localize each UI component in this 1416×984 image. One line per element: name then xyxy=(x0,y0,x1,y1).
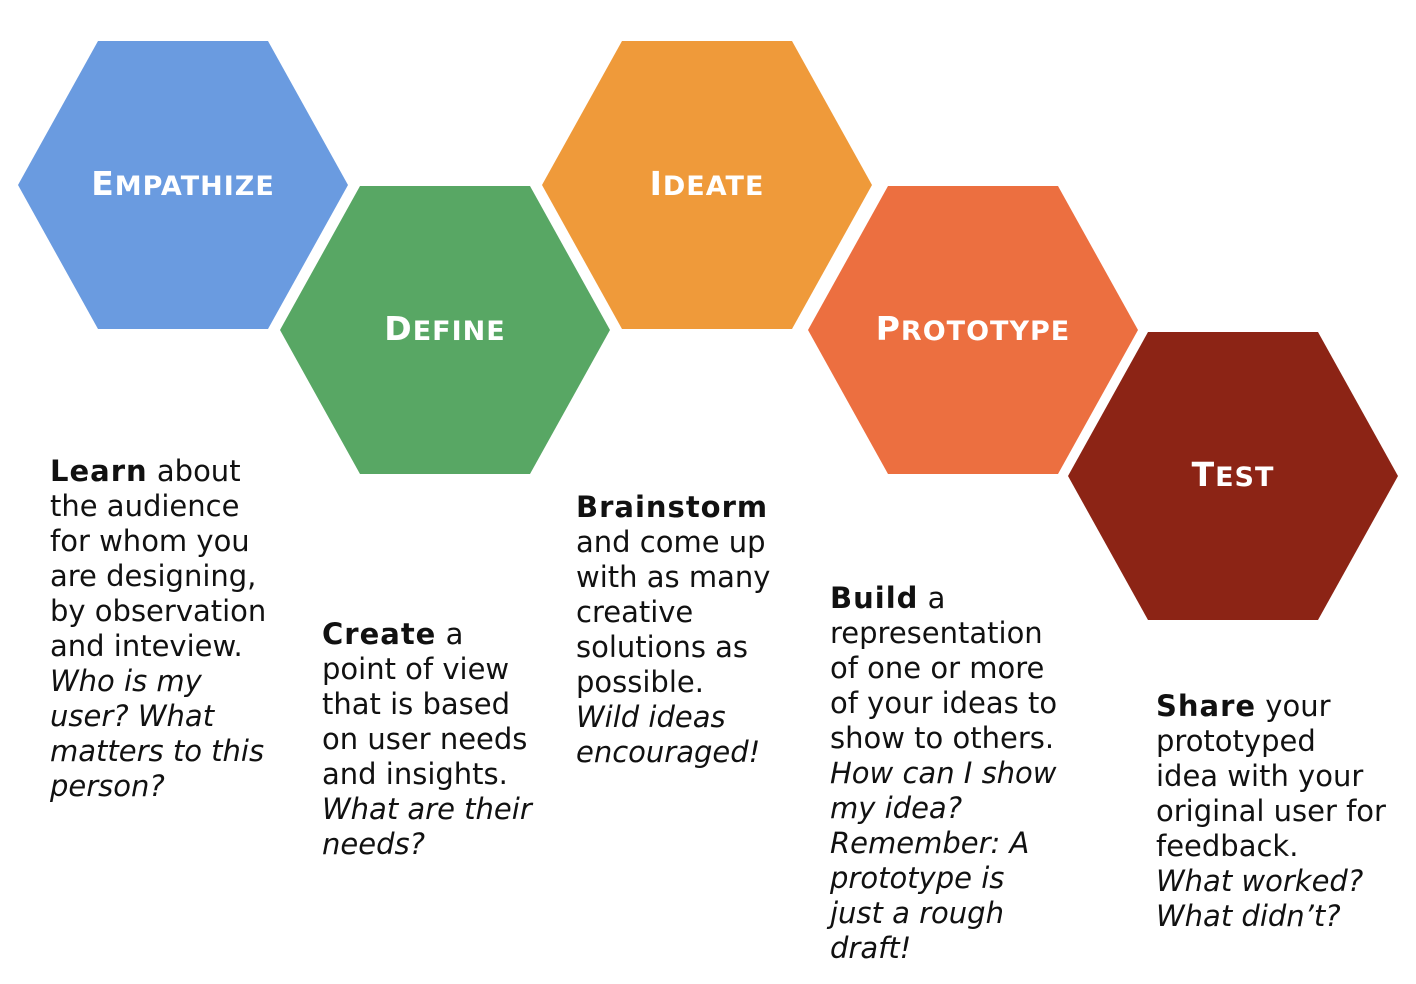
stage-body-ideate: and come up with as many creative soluti… xyxy=(576,525,771,699)
hexagon-test-shape xyxy=(1068,332,1398,620)
hexagon-define-shape xyxy=(280,186,610,474)
stage-body-define: a point of view that is based on user ne… xyxy=(322,617,528,791)
stage-lead-empathize: Learn xyxy=(50,454,148,488)
stage-description-define: Create a point of view that is based on … xyxy=(322,617,557,862)
hexagon-prototype-label: PROTOTYPE xyxy=(876,309,1071,348)
stage-description-empathize: Learn about the audience for whom you ar… xyxy=(50,454,290,804)
stage-question-empathize: Who is my user? What matters to this per… xyxy=(50,664,265,803)
hexagon-ideate: IDEATE xyxy=(542,41,872,329)
stage-description-test: Share your prototyped idea with your ori… xyxy=(1156,689,1406,934)
hexagon-empathize-shape xyxy=(18,41,348,329)
hexagon-ideate-shape xyxy=(542,41,872,329)
stage-question-define: What are their needs? xyxy=(322,792,532,861)
stage-body-prototype: a representation of one or more of your … xyxy=(830,581,1058,755)
stage-lead-define: Create xyxy=(322,617,437,651)
hexagon-define-label: DEFINE xyxy=(384,309,505,348)
stage-description-ideate: Brainstorm and come up with as many crea… xyxy=(576,490,791,770)
stage-lead-prototype: Build xyxy=(830,581,919,615)
hexagon-ideate-label: IDEATE xyxy=(650,164,765,203)
stage-question-ideate: Wild ideas encouraged! xyxy=(576,700,761,769)
hexagon-empathize: EMPATHIZE xyxy=(18,41,348,329)
hexagon-test: TEST xyxy=(1068,332,1398,620)
stage-description-prototype: Build a representation of one or more of… xyxy=(830,581,1080,966)
stage-question-prototype: How can I show my idea? Remember: A prot… xyxy=(830,756,1057,965)
hexagon-test-label: TEST xyxy=(1192,455,1275,494)
stage-lead-ideate: Brainstorm xyxy=(576,490,769,524)
hexagon-prototype: PROTOTYPE xyxy=(808,186,1138,474)
stage-body-test: your prototyped idea with your original … xyxy=(1156,689,1386,863)
hexagon-define: DEFINE xyxy=(280,186,610,474)
hexagon-empathize-label: EMPATHIZE xyxy=(91,164,275,203)
stage-question-test: What worked? What didn’t? xyxy=(1156,864,1364,933)
stage-lead-test: Share xyxy=(1156,689,1257,723)
stage-body-empathize: about the audience for whom you are desi… xyxy=(50,454,267,663)
hexagon-prototype-shape xyxy=(808,186,1138,474)
